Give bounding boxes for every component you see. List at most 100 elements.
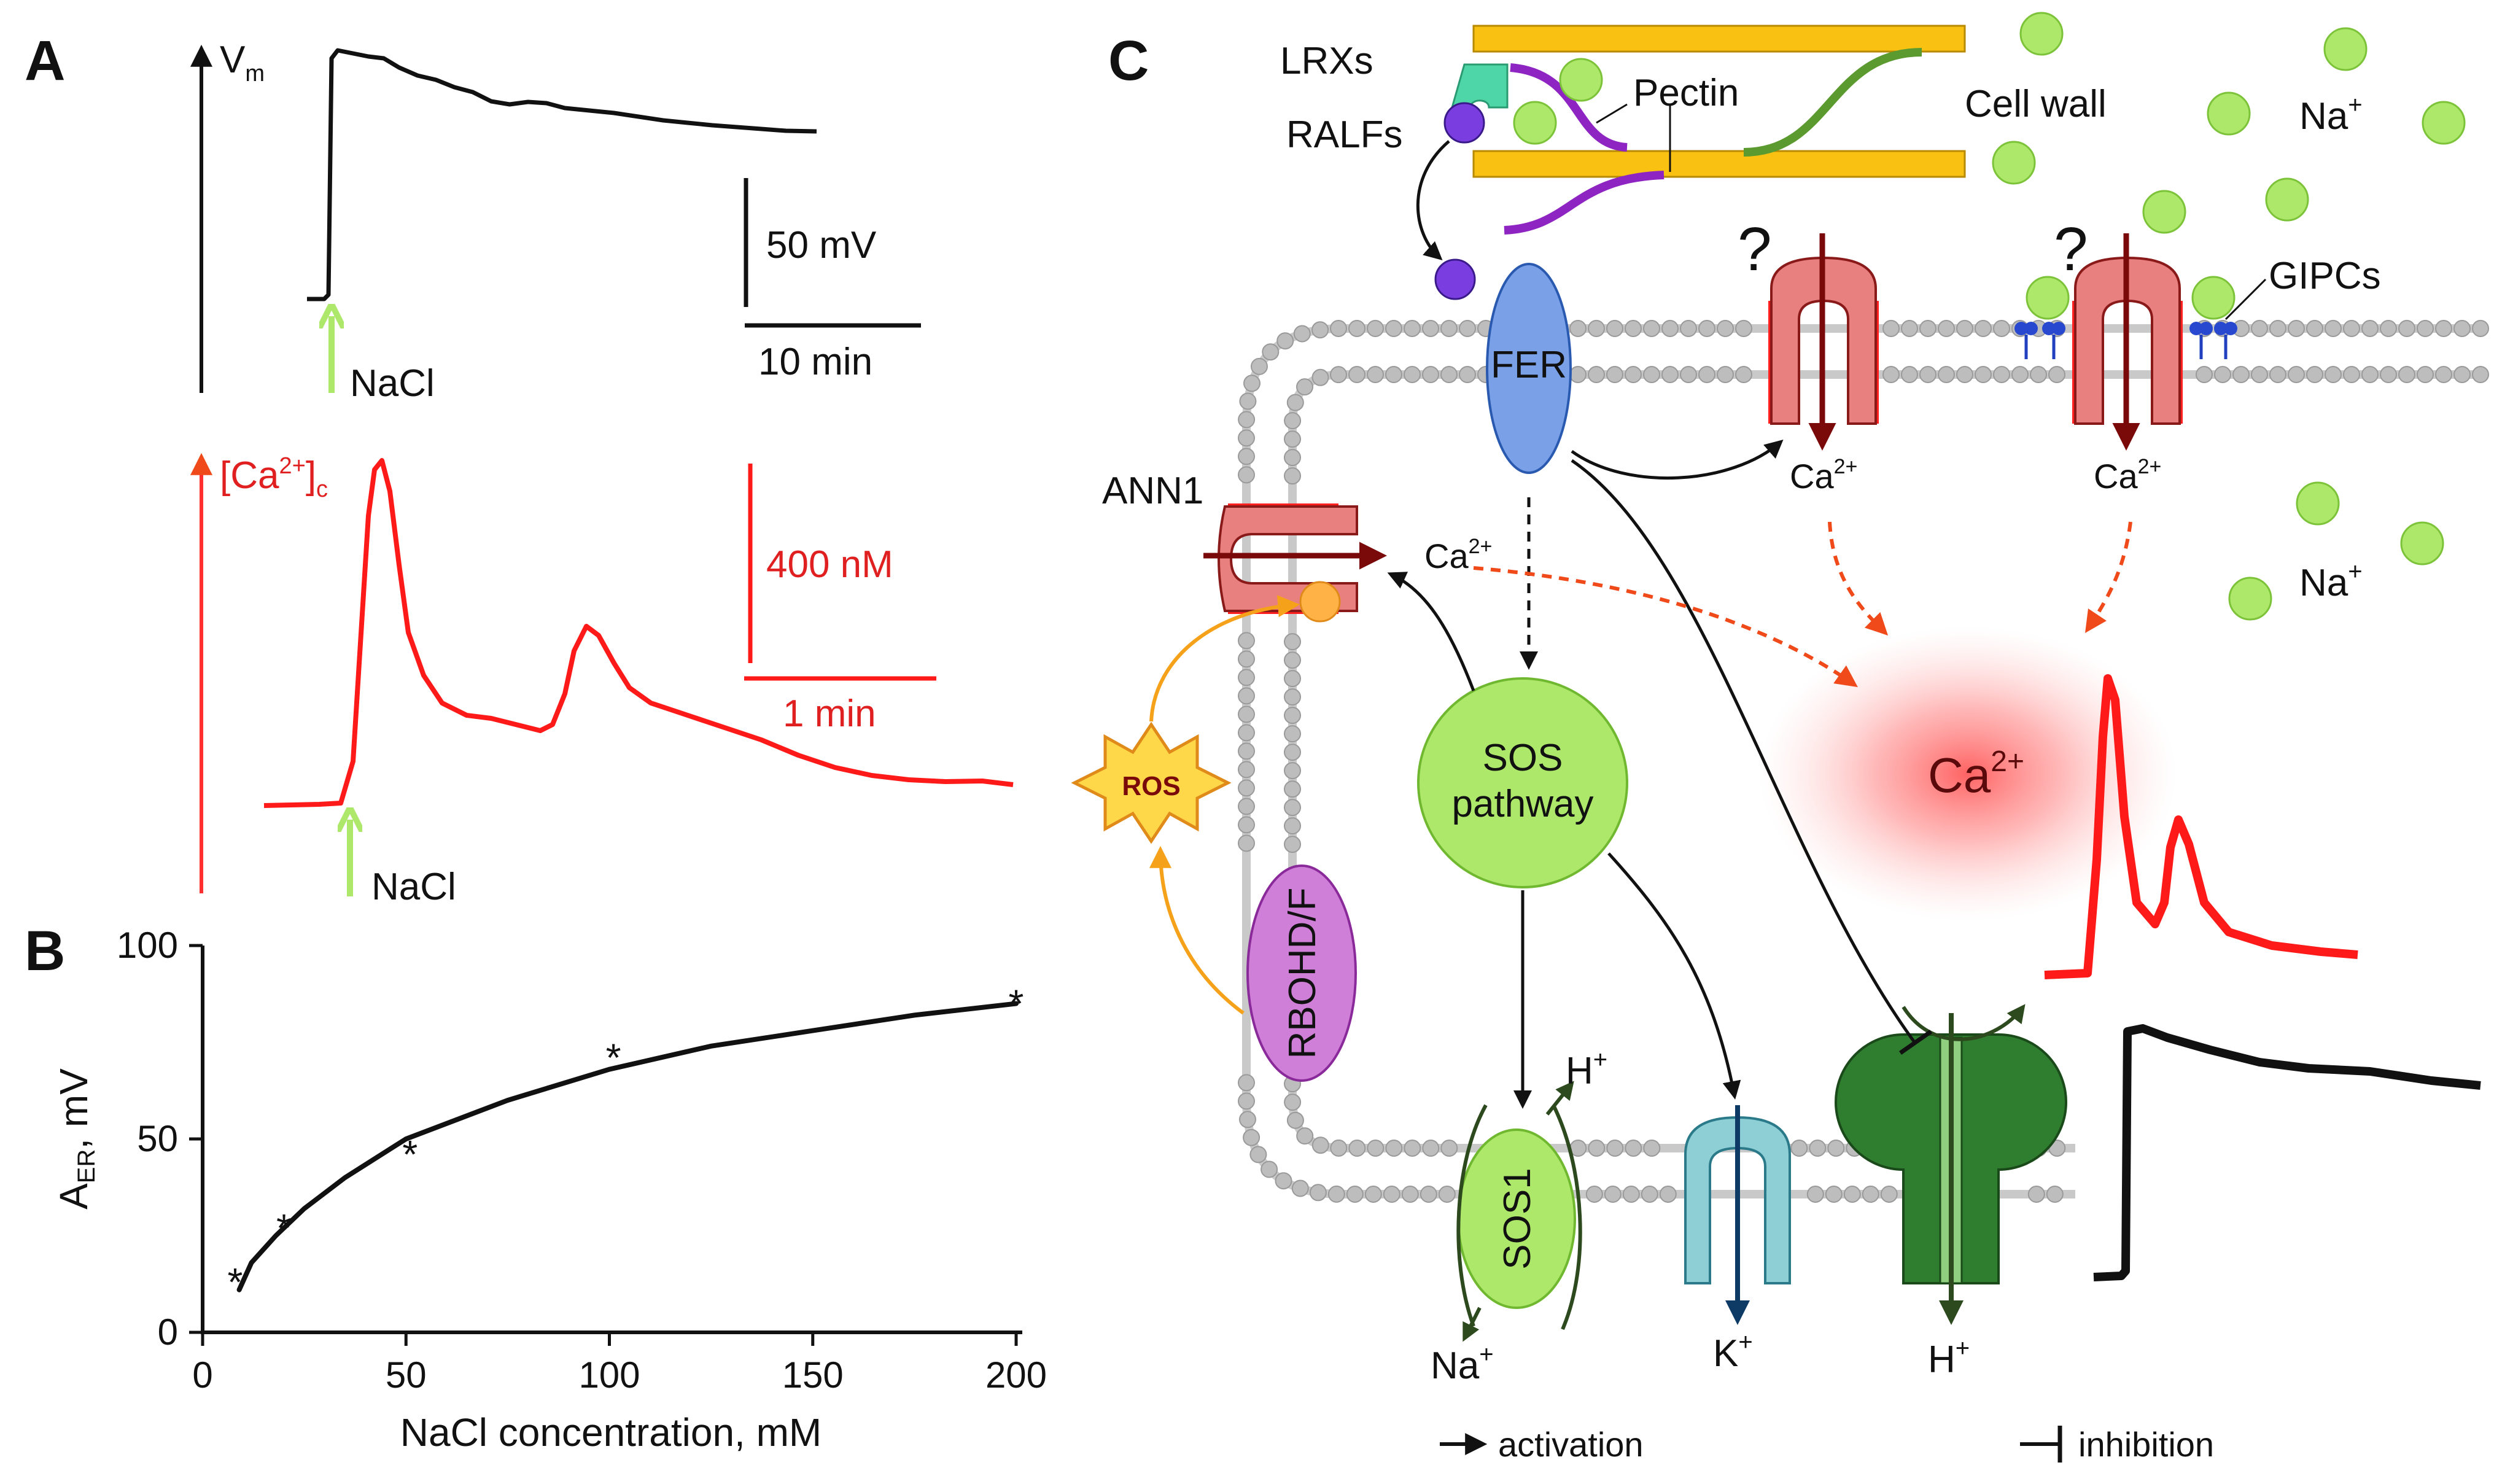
plasma-membrane [1238,320,2489,1203]
lipid-head [1717,320,1734,337]
cell-wall-bar-bottom [1472,150,1966,178]
lipid-head [1882,366,1900,383]
lipid-head [1238,724,1255,742]
lipid-head [2453,320,2471,337]
cell-wall-bar-top [1472,25,1966,53]
lipid-head [1238,816,1255,834]
lipid-head [1330,366,1347,384]
gipc-head [2224,322,2237,335]
lipid-head [1286,394,1304,411]
lipid-head [1286,1111,1304,1129]
lipid-head [1680,366,1697,383]
lipid-head [1348,320,1365,337]
lipid-head [1459,320,1476,337]
lipid-head [1284,762,1301,780]
ca-cytosol-glow [1759,626,2177,921]
lipid-head [1404,366,1421,383]
x-tick-label: 200 [985,1354,1047,1396]
na-dot [1559,58,1603,102]
scale-10min-label: 10 min [758,341,872,383]
lipid-head [1284,799,1301,817]
lipid-head [1993,366,2010,383]
lipid-head [1238,669,1255,686]
lipid-head [1284,412,1302,430]
x-tick-label: 100 [578,1354,640,1396]
lipid-head [1238,429,1255,447]
lipid-head [1882,320,1900,337]
lipid-head [1698,366,1715,383]
lipid-head [2380,320,2397,337]
ca-channel-1-body [1770,256,1877,425]
lipid-head [1661,366,1679,383]
x-tick-label: 50 [386,1354,427,1396]
lipid-head [1238,798,1255,815]
na-dot [2142,190,2186,234]
sos-pathway-line2: pathway [1452,783,1594,825]
h-atpase-atp-arrow [1902,1004,2026,1041]
panel-c-letter: C [1108,29,1149,92]
lipid-head [1938,320,1955,337]
lipid-head [1659,1186,1677,1203]
ralf-to-fer-arrow [1416,140,1450,260]
gipcs-label: GIPCs [2269,255,2381,297]
lipid-head [1293,325,1311,343]
lipid-head [1238,448,1255,465]
lipid-head [2417,366,2434,383]
ann1-to-ca-dashed [1473,566,1858,688]
lipid-head [2453,366,2471,383]
lipid-head [1422,1140,1440,1157]
ca-trace [263,458,1014,808]
fer-to-ca-channel-arrow [1571,440,1784,480]
lipid-head [2196,366,2213,383]
lipid-head [1284,467,1301,485]
sos1-na-arrow [1463,1307,1482,1342]
na-dot [2026,276,2070,320]
lipid-head [2048,366,2065,383]
gipc-head [2042,322,2056,335]
lipid-head [1348,366,1365,383]
data-point: * [276,1206,292,1250]
y-tick-label: 100 [117,925,178,966]
lipid-head [1422,320,1439,337]
vm-label: Vm [220,39,265,87]
lipid-head [1993,320,2010,337]
channel2-to-ca-dashed [2085,521,2132,633]
lipid-head [1880,1186,1898,1203]
gipc-head [2014,322,2028,335]
ros-label: ROS [1122,771,1180,801]
lipid-head [1385,320,1402,337]
lipid-head [2306,366,2323,383]
lipid-head [1346,1186,1364,1203]
data-point: * [402,1132,418,1176]
lipid-head [1385,366,1402,383]
lipid-head [2472,320,2489,337]
chart-fit-curve [236,1001,1019,1292]
lipid-head [1284,780,1301,798]
lipid-head [1284,1094,1302,1111]
lipid-head [1569,366,1587,383]
sos1-h-arrow [1545,1081,1574,1116]
na-dot [1513,101,1557,145]
lipid-head [1606,320,1623,337]
lipid-head [1680,320,1697,337]
k-label: K+ [1713,1329,1753,1375]
fer-receptor [1486,263,1572,474]
lipid-head [1459,366,1476,383]
lrxs-label: LRXs [1280,40,1373,82]
lipid-head [1438,1186,1456,1203]
lipid-head [1276,332,1294,350]
lipid-head [1238,761,1255,779]
lipid-head [1238,632,1255,650]
chart-y-label: AER, mV [52,1068,100,1210]
lipid-head [1862,1186,1879,1203]
lipid-head [2472,366,2489,383]
lipid-head [1243,1129,1261,1146]
lipid-head [1330,320,1347,337]
lipid-head [1956,366,1973,383]
lipid-head [1643,1140,1661,1157]
ann1-ca-label: Ca2+ [1424,535,1492,575]
panel-c: C Ca2+ Pectin Cell wall LRXs RALFs [1071,12,2489,1464]
sos1-na-label: Na+ [1431,1341,1494,1387]
ralf-peptide-1 [1443,102,1485,144]
